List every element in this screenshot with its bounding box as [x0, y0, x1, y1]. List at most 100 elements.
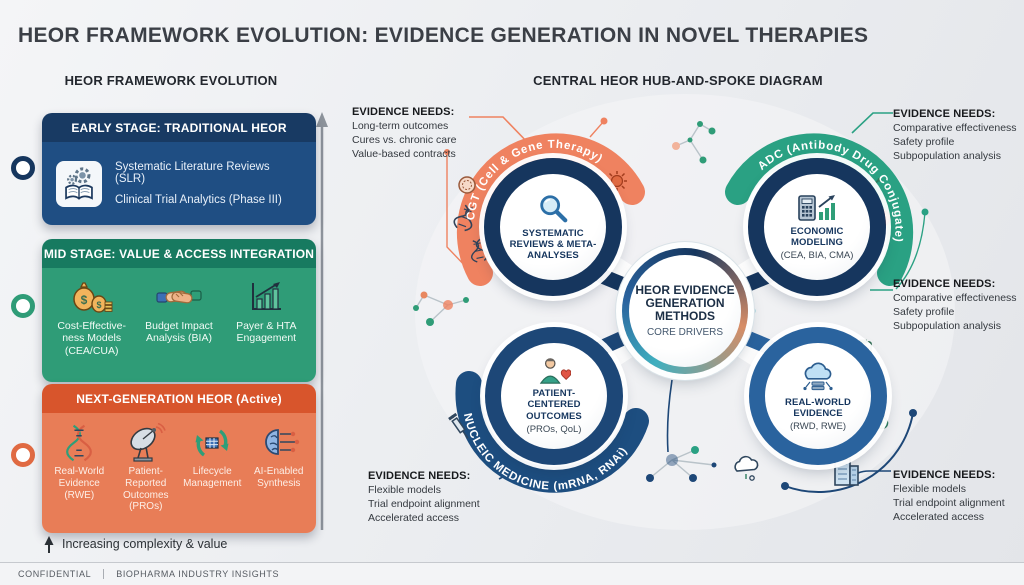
dna-strand-icon	[453, 204, 474, 232]
stage-next-header: NEXT-GENERATION HEOR (Active)	[42, 384, 316, 413]
spoke-title: PATIENT-CENTERED OUTCOMES	[526, 388, 582, 422]
page-title: HEOR FRAMEWORK EVOLUTION: EVIDENCE GENER…	[18, 24, 869, 47]
spoke-systematic-reviews: SYSTEMATIC REVIEWS & META-ANALYSES	[484, 158, 622, 296]
spoke-title: REAL-WORLD EVIDENCE	[785, 396, 851, 419]
evidence-needs-item: Subpopulation analysis	[893, 149, 1001, 162]
connector-top-right	[851, 112, 893, 134]
timeline-node-next	[11, 443, 35, 467]
molecule-network-top	[672, 121, 716, 164]
evidence-needs-heading: EVIDENCE NEEDS:	[893, 278, 996, 290]
stage-next-col-lifecycle: Lifecycle Management	[179, 423, 246, 490]
evidence-needs-heading: EVIDENCE NEEDS:	[893, 469, 996, 481]
caption-up-arrow-icon	[44, 536, 54, 553]
evidence-needs-item: Accelerated access	[893, 510, 985, 523]
evidence-needs-item: Comparative effectiveness	[893, 292, 1017, 305]
footer-source: BIOPHARMA INDUSTRY INSIGHTS	[116, 569, 280, 579]
evidence-needs-bottom-left: EVIDENCE NEEDS: Flexible models Trial en…	[368, 469, 500, 525]
timeline	[11, 113, 35, 540]
evidence-needs-item: Accelerated access	[368, 511, 460, 524]
stage-mid-col-cea: $ $ Cost-Effective-ness Models (CEA/CUA)	[48, 278, 135, 357]
spoke-title: ECONOMIC MODELING	[790, 225, 844, 248]
evidence-needs-right: EVIDENCE NEEDS: Comparative effectivenes…	[893, 277, 1021, 333]
hub-edge-dot	[746, 306, 756, 316]
dna-icon	[66, 424, 93, 462]
spoke-economic-modeling: ECONOMIC MODELING (CEA, BIA, CMA)	[748, 158, 886, 296]
lifecycle-icon	[195, 429, 229, 457]
molecule-network-bottom	[646, 446, 717, 482]
stage-early-traditional: EARLY STAGE: TRADITIONAL HEOR Systematic…	[42, 113, 316, 225]
evidence-needs-item: Subpopulation analysis	[893, 319, 1001, 332]
patient-heart-icon	[539, 358, 571, 385]
petri-dish-icon	[458, 176, 476, 194]
timeline-node-mid	[11, 294, 35, 318]
evidence-needs-heading: EVIDENCE NEEDS:	[893, 108, 996, 120]
left-bracket-line	[444, 149, 471, 272]
evidence-needs-item: Cures vs. chronic care	[352, 133, 457, 146]
cloud-nature-icon	[734, 455, 759, 481]
left-section-heading: HEOR FRAMEWORK EVOLUTION	[64, 73, 278, 88]
stage-mid-item: Budget Impact Analysis (BIA)	[145, 320, 213, 345]
evidence-needs-heading: EVIDENCE NEEDS:	[352, 106, 455, 118]
evidence-needs-item: Trial endpoint alignment	[893, 496, 1005, 509]
stage-early-item: Systematic Literature Reviews (SLR)	[115, 161, 270, 185]
spoke-subtitle: (CEA, BIA, CMA)	[780, 250, 854, 262]
stage-next-col-pros: Patient-Reported Outcomes (PROs)	[113, 423, 180, 513]
spoke-subtitle: (PROs, QoL)	[526, 423, 582, 435]
evidence-needs-item: Flexible models	[893, 483, 966, 496]
timeline-node-early	[11, 156, 35, 180]
footer-classification: CONFIDENTIAL	[18, 569, 92, 579]
stage-mid-item: Payer & HTA Engagement	[236, 320, 297, 345]
evidence-needs-item: Flexible models	[368, 484, 441, 497]
complexity-arrow	[316, 112, 328, 530]
handshake-icon	[156, 290, 202, 304]
stage-next-item: Patient-Reported Outcomes (PROs)	[122, 466, 169, 513]
evidence-needs-item: Trial endpoint alignment	[368, 497, 480, 510]
top-orange-dot-line	[589, 117, 608, 138]
stage-early-item: Clinical Trial Analytics (Phase III)	[115, 194, 282, 206]
stage-mid-col-payer: Payer & HTA Engagement	[223, 278, 310, 345]
stage-next-item: Lifecycle Management	[183, 466, 242, 489]
svg-text:$: $	[80, 293, 87, 307]
svg-text:$: $	[96, 300, 101, 310]
spoke-patient-centered-outcomes: PATIENT-CENTERED OUTCOMES (PROs, QoL)	[485, 327, 623, 465]
calculator-chart-icon	[798, 194, 835, 221]
cloud-data-icon	[803, 362, 833, 391]
stage-mid-header: MID STAGE: VALUE & ACCESS INTEGRATION	[42, 239, 316, 268]
evidence-needs-item: Long-term outcomes	[352, 120, 449, 133]
hub-section-heading: CENTRAL HEOR HUB-AND-SPOKE DIAGRAM	[533, 73, 823, 88]
syringe-icon	[448, 412, 469, 439]
complexity-caption: Increasing complexity & value	[62, 537, 228, 551]
stage-mid-col-bia: Budget Impact Analysis (BIA)	[135, 278, 222, 345]
satellite-dish-icon	[130, 423, 166, 462]
evidence-needs-heading: EVIDENCE NEEDS:	[368, 470, 471, 482]
stage-next-col-ai: AI-Enabled Synthesis	[246, 423, 313, 490]
evidence-needs-item: Value-based contracts	[352, 147, 456, 160]
spoke-title: SYSTEMATIC REVIEWS & META-ANALYSES	[509, 227, 597, 261]
evidence-needs-item: Safety profile	[893, 135, 955, 148]
evidence-needs-top-left: EVIDENCE NEEDS: Long-term outcomes Cures…	[352, 105, 484, 161]
evidence-needs-bottom-right: EVIDENCE NEEDS: Flexible models Trial en…	[893, 468, 1021, 524]
spoke-subtitle: (RWD, RWE)	[789, 421, 847, 433]
hub-stem-line	[666, 379, 673, 453]
book-gear-icon	[56, 160, 102, 207]
stage-next-generation: NEXT-GENERATION HEOR (Active) Real-World…	[42, 384, 316, 533]
evidence-needs-item: Safety profile	[893, 305, 955, 318]
molecule-network-left	[413, 291, 469, 326]
stage-mid-value-access: MID STAGE: VALUE & ACCESS INTEGRATION $ …	[42, 239, 316, 382]
magnifier-icon	[540, 195, 568, 223]
stage-mid-item: Cost-Effective-ness Models (CEA/CUA)	[57, 320, 126, 357]
money-bags-icon: $ $	[72, 282, 113, 313]
evidence-needs-top-right: EVIDENCE NEEDS: Comparative effectivenes…	[893, 107, 1021, 163]
connector-bottom-left	[498, 466, 522, 480]
hub-title: HEOR EVIDENCE GENERATION METHODS	[635, 282, 735, 324]
stage-early-header: EARLY STAGE: TRADITIONAL HEOR	[42, 113, 316, 142]
payer-chart-icon	[252, 282, 282, 310]
stage-next-col-rwe: Real-World Evidence (RWE)	[46, 423, 113, 501]
connector-bottom-right	[848, 470, 891, 480]
stage-next-item: Real-World Evidence (RWE)	[54, 466, 105, 501]
footer-bar: CONFIDENTIAL BIOPHARMA INDUSTRY INSIGHTS	[0, 562, 1024, 585]
hub-circle: HEOR EVIDENCE GENERATION METHODS CORE DR…	[622, 248, 748, 374]
evidence-needs-item: Comparative effectiveness	[893, 122, 1017, 135]
stage-next-item: AI-Enabled Synthesis	[254, 466, 304, 489]
